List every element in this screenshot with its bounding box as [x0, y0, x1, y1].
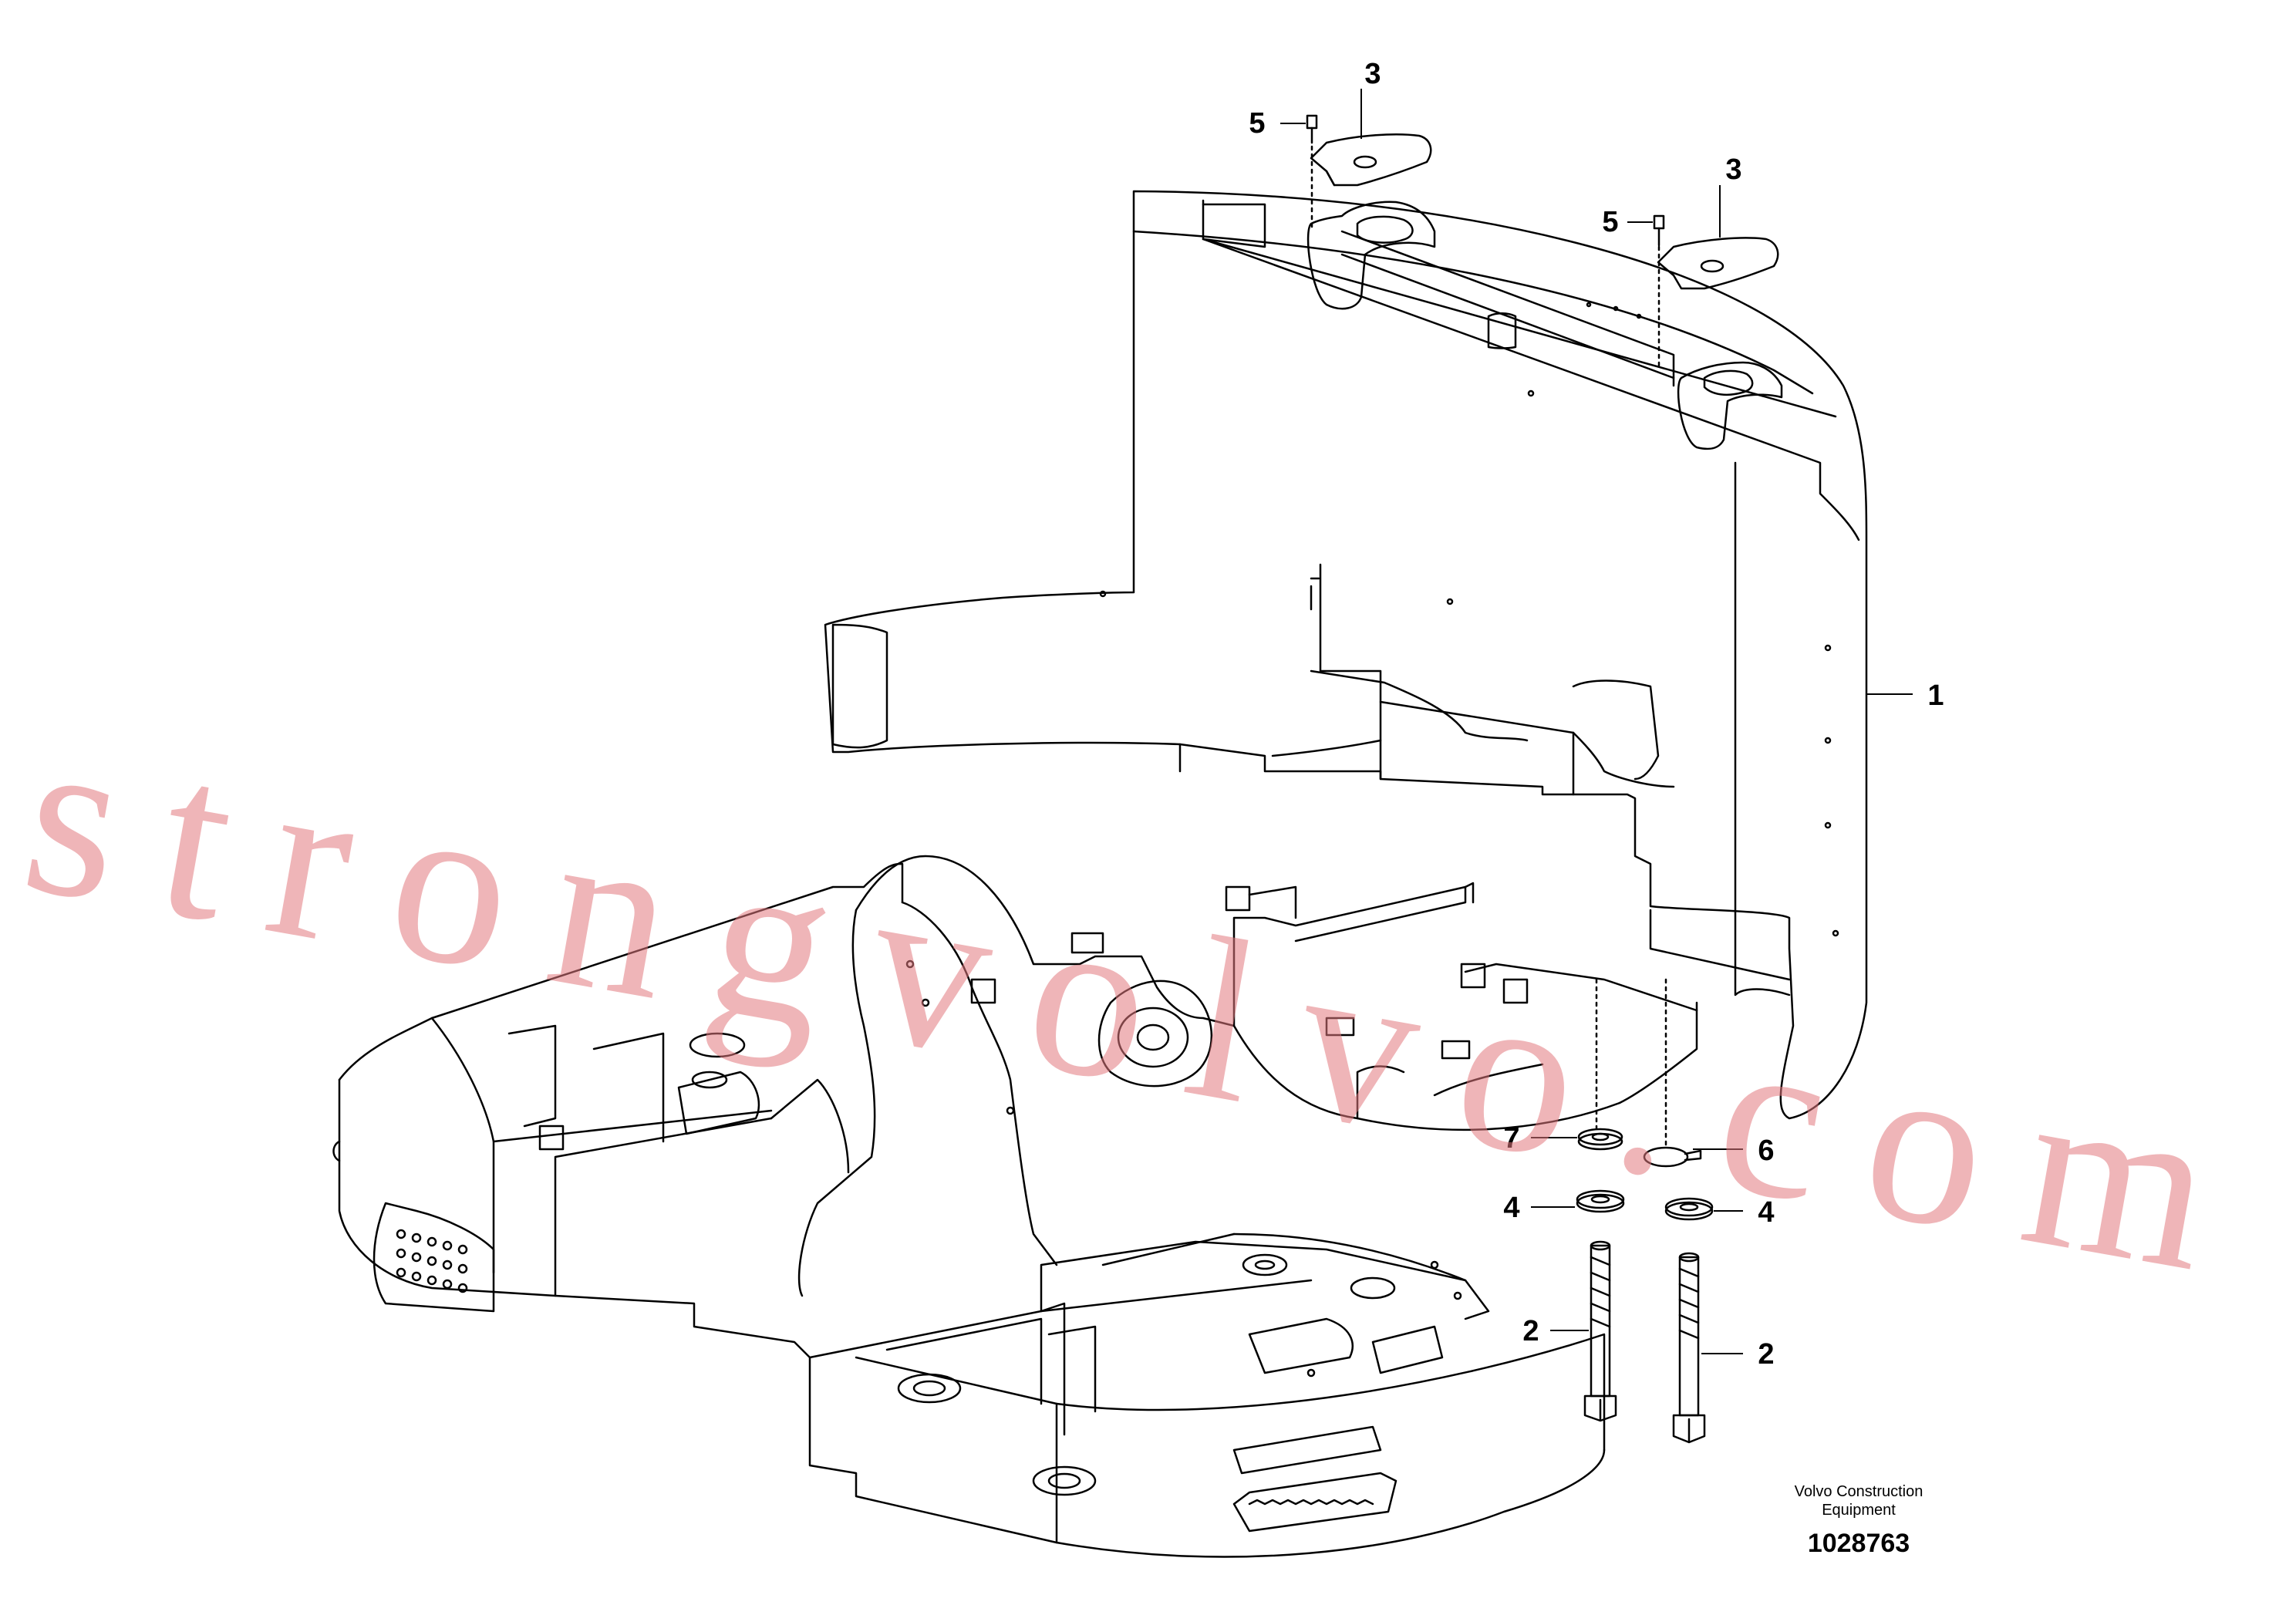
bolt-left — [1583, 1240, 1617, 1422]
diagram-caption: Volvo Construction Equipment 1028763 — [1743, 1482, 1974, 1559]
spacer-7 — [1577, 1128, 1623, 1151]
callout-5-left: 5 — [1249, 107, 1265, 140]
diagram-number: 1028763 — [1807, 1529, 1910, 1558]
screw-left — [1306, 114, 1318, 144]
callout-6: 6 — [1758, 1135, 1774, 1167]
callout-4-right: 4 — [1758, 1196, 1774, 1229]
washer-4-right — [1664, 1197, 1714, 1221]
bolt-right — [1672, 1252, 1706, 1444]
callout-7: 7 — [1503, 1122, 1519, 1155]
leader-lines — [1280, 89, 1913, 1354]
washer-4-left — [1576, 1189, 1625, 1213]
callout-4-left: 4 — [1503, 1192, 1519, 1224]
callout-1: 1 — [1927, 679, 1944, 712]
caption-brand-line2: Equipment — [1822, 1502, 1896, 1519]
callout-2-left: 2 — [1522, 1315, 1539, 1347]
caption-brand-line1: Volvo Construction — [1794, 1483, 1923, 1500]
callout-3-left: 3 — [1364, 58, 1381, 90]
alignment-lines — [1310, 145, 1667, 1151]
plug-6 — [1643, 1146, 1702, 1168]
callout-5-right: 5 — [1602, 206, 1618, 238]
upper-frame — [332, 855, 1698, 1558]
callout-2-right: 2 — [1758, 1338, 1774, 1371]
cover-plate-left — [1310, 133, 1432, 187]
counterweight-part — [824, 190, 1868, 1120]
cover-plate-right — [1657, 237, 1779, 290]
screw-right — [1653, 214, 1665, 247]
callout-3-right: 3 — [1725, 153, 1741, 186]
